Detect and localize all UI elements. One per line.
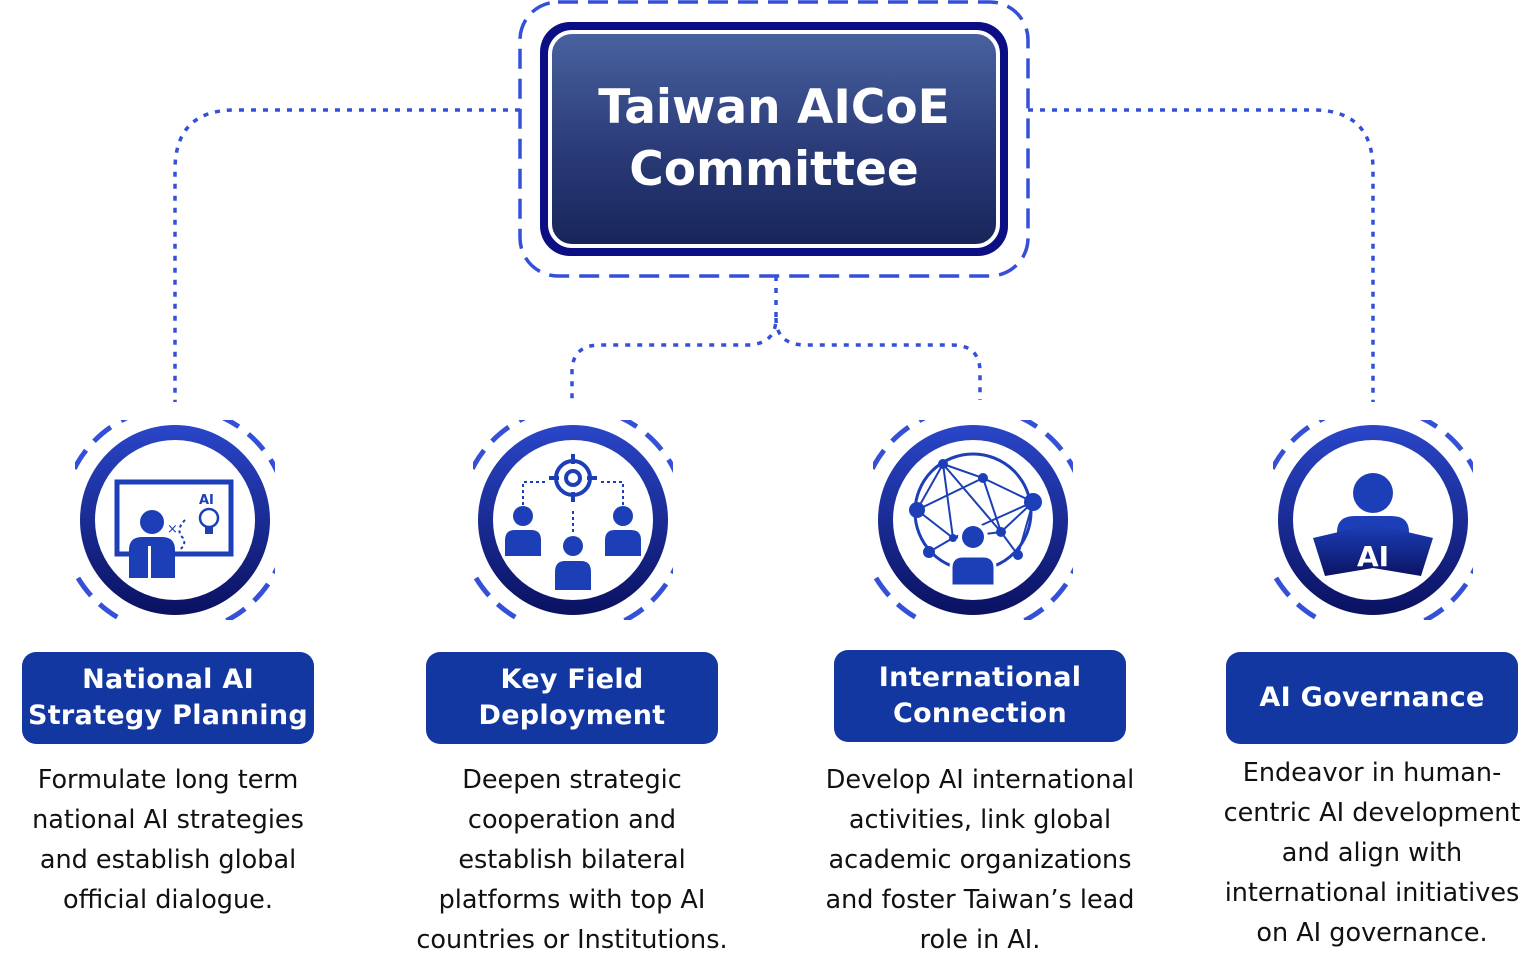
committee-box-inner: Taiwan AICoE Committee [548, 30, 1000, 248]
desc-line: and foster Taiwan’s lead [825, 885, 1135, 915]
desc-line: Formulate long term [37, 765, 299, 795]
connector-center [570, 276, 778, 400]
branch-desc-strategy: Formulate long term national AI strategi… [3, 760, 333, 920]
desc-line: Develop AI international [825, 765, 1135, 795]
desc-line: cooperation and [467, 805, 677, 835]
desc-line: and establish global [39, 845, 297, 875]
branch-title-international-line-2: Connection [892, 698, 1068, 729]
desc-line: official dialogue. [63, 885, 273, 915]
branch-desc-governance: Endeavor in human- centric AI developmen… [1207, 753, 1537, 953]
branch-label-governance: AI Governance [1226, 652, 1518, 744]
desc-line: activities, link global [848, 805, 1112, 835]
committee-title-line-1: Taiwan AICoE [598, 80, 950, 135]
global-network-icon [873, 420, 1073, 620]
connector-right [1028, 108, 1375, 402]
desc-line: Deepen strategic [462, 765, 682, 795]
svg-text:×: × [167, 522, 178, 537]
desc-line: academic organizations [828, 845, 1132, 875]
branch-label-strategy: National AI Strategy Planning [22, 652, 314, 744]
branch-title-international-line-1: International [878, 662, 1082, 693]
desc-line: and align with [1281, 838, 1463, 868]
connector-center-right [774, 317, 982, 400]
desc-line: international initiatives [1224, 878, 1520, 908]
strategy-board-icon: AI × [75, 420, 275, 620]
desc-line: role in AI. [919, 925, 1041, 955]
branch-label-international: International Connection [834, 650, 1126, 742]
committee-title-line-2: Committee [629, 142, 919, 197]
ai-reader-icon: AI [1273, 420, 1473, 620]
branch-title-strategy-line-2: Strategy Planning [27, 700, 309, 731]
branch-title-strategy-line-1: National AI [82, 664, 254, 695]
branch-desc-deployment: Deepen strategic cooperation and establi… [407, 760, 737, 960]
branch-title-deployment-line-2: Deployment [478, 700, 666, 731]
branch-desc-international: Develop AI international activities, lin… [815, 760, 1145, 960]
connector-left [173, 108, 520, 402]
branch-title-governance: AI Governance [1259, 682, 1485, 713]
committee-box: Taiwan AICoE Committee [540, 22, 1008, 256]
desc-line: national AI strategies [32, 805, 304, 835]
desc-line: establish bilateral [458, 845, 686, 875]
branch-title-deployment-line-1: Key Field [500, 664, 644, 695]
committee-dashed-frame [518, 0, 1030, 278]
desc-line: on AI governance. [1256, 918, 1488, 948]
desc-line: platforms with top AI [438, 885, 706, 915]
reader-ai-text: AI [1357, 540, 1389, 573]
desc-line: countries or Institutions. [416, 925, 728, 955]
board-ai-text: AI [199, 493, 214, 508]
branch-label-deployment: Key Field Deployment [426, 652, 718, 744]
desc-line: Endeavor in human- [1242, 758, 1502, 788]
desc-line: centric AI development [1223, 798, 1521, 828]
target-team-icon [473, 420, 673, 620]
